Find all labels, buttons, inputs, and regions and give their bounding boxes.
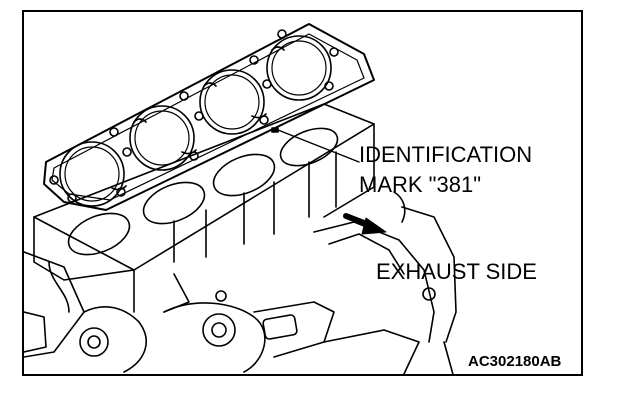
- diagram-frame: IDENTIFICATION MARK "381" EXHAUST SIDE A…: [22, 10, 583, 376]
- identification-leader-line: [277, 129, 360, 163]
- head-gasket: [43, 23, 375, 211]
- identification-mark-label-line1: IDENTIFICATION: [359, 142, 533, 167]
- arrow-icon: [343, 213, 387, 235]
- identification-mark-label-line2: MARK "381": [359, 172, 481, 197]
- engine-illustration: [24, 23, 457, 374]
- figure-code: AC302180AB: [468, 353, 562, 370]
- cylinder-block: [24, 103, 457, 374]
- exhaust-side-label: EXHAUST SIDE: [376, 259, 537, 284]
